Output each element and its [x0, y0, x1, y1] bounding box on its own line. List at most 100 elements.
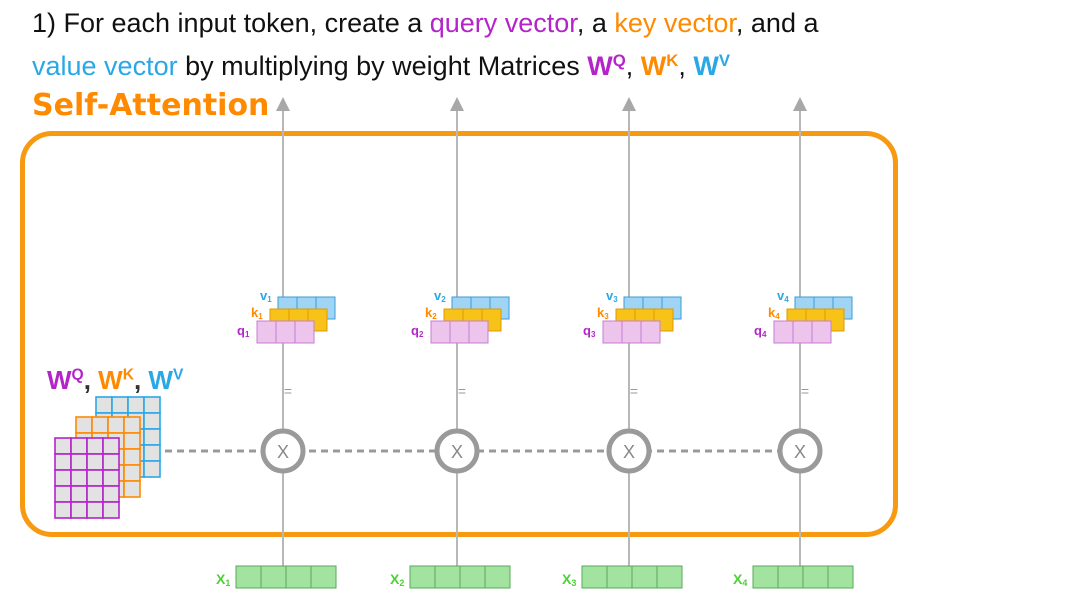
vector-cell [449, 320, 470, 344]
matrix-cell [123, 464, 141, 482]
vector-cell [434, 565, 461, 589]
input-token-vector [409, 565, 511, 589]
value-label: v4 [777, 288, 789, 304]
vector-cell [777, 565, 804, 589]
matrix-cell [86, 469, 104, 487]
matrix-cell [70, 485, 88, 503]
matrix-cell [54, 469, 72, 487]
vector-cell [640, 320, 661, 344]
matrix-cell [143, 460, 161, 478]
vector-cell [310, 565, 337, 589]
multiply-symbol: X [451, 442, 463, 462]
query-vector [256, 320, 315, 344]
vector-cell [602, 320, 623, 344]
query-vector-term: query vector [429, 8, 577, 38]
wv-label: WV [148, 365, 184, 395]
input-token-label: X1 [216, 571, 230, 588]
vector-cell [468, 320, 489, 344]
vector-cell [430, 320, 451, 344]
self-attention-block [20, 131, 898, 537]
matrix-cell [102, 501, 120, 519]
value-label: v2 [434, 288, 446, 304]
query-vector [430, 320, 489, 344]
multiply-symbol: X [794, 442, 806, 462]
title: 1) For each input token, create a query … [32, 4, 818, 85]
matrix-cell [123, 416, 141, 434]
vector-cell [802, 565, 829, 589]
separator: , [625, 51, 641, 82]
matrix-cell [54, 485, 72, 503]
query-label: q4 [754, 323, 767, 339]
weights-label: WQ, WK, WV [47, 365, 184, 395]
multiply-node [260, 428, 306, 474]
matrix-cell [54, 437, 72, 455]
matrix-cell [102, 469, 120, 487]
key-vector-term: key vector [614, 8, 736, 38]
matrix-cell [86, 453, 104, 471]
vector-cell [260, 565, 287, 589]
matrix-cell [70, 469, 88, 487]
vector-cell [294, 320, 315, 344]
matrix-cell [102, 453, 120, 471]
key-label: k1 [251, 305, 263, 321]
vector-cell [285, 565, 312, 589]
input-token-vector [752, 565, 854, 589]
query-label: q3 [583, 323, 596, 339]
wq-label: WQ [47, 365, 84, 395]
vector-cell [459, 565, 486, 589]
input-token-vector [581, 565, 683, 589]
equals-sign: = [801, 383, 809, 399]
title-text: , and a [735, 8, 819, 38]
key-label: k3 [597, 305, 609, 321]
equals-sign: = [458, 383, 466, 399]
matrix-cell [123, 448, 141, 466]
matrix-cell [86, 501, 104, 519]
vector-cell [773, 320, 794, 344]
matrix-cell [143, 428, 161, 446]
input-token-label: X2 [390, 571, 404, 588]
wq-matrix [54, 437, 120, 519]
query-vector [773, 320, 832, 344]
multiply-node [434, 428, 480, 474]
vector-cell [484, 565, 511, 589]
matrix-cell [70, 437, 88, 455]
matrix-cell [91, 416, 109, 434]
matrix-cell [54, 501, 72, 519]
matrix-cell [143, 444, 161, 462]
title-text: 1) For each input token, create a [32, 8, 430, 38]
multiply-node [606, 428, 652, 474]
wq-term: WQ [587, 51, 626, 82]
vector-cell [752, 565, 779, 589]
vector-cell [792, 320, 813, 344]
matrix-cell [86, 485, 104, 503]
matrix-cell [123, 480, 141, 498]
matrix-cell [111, 396, 129, 414]
vector-cell [581, 565, 608, 589]
input-token-label: X3 [562, 571, 576, 588]
value-label: v1 [260, 288, 272, 304]
vector-cell [606, 565, 633, 589]
matrix-cell [127, 396, 145, 414]
matrix-cell [75, 416, 93, 434]
input-token-vector [235, 565, 337, 589]
matrix-cell [95, 396, 113, 414]
vector-cell [256, 320, 277, 344]
self-attention-label: Self-Attention [32, 88, 270, 123]
key-label: k2 [425, 305, 437, 321]
vector-cell [811, 320, 832, 344]
matrix-cell [107, 416, 125, 434]
query-vector [602, 320, 661, 344]
input-token-label: X4 [733, 571, 747, 588]
vector-cell [409, 565, 436, 589]
multiply-symbol: X [277, 442, 289, 462]
matrix-cell [70, 501, 88, 519]
vector-cell [235, 565, 262, 589]
matrix-cell [143, 396, 161, 414]
query-label: q1 [237, 323, 250, 339]
query-label: q2 [411, 323, 424, 339]
separator: , [678, 51, 694, 82]
key-label: k4 [768, 305, 780, 321]
matrix-cell [102, 437, 120, 455]
multiply-node [777, 428, 823, 474]
